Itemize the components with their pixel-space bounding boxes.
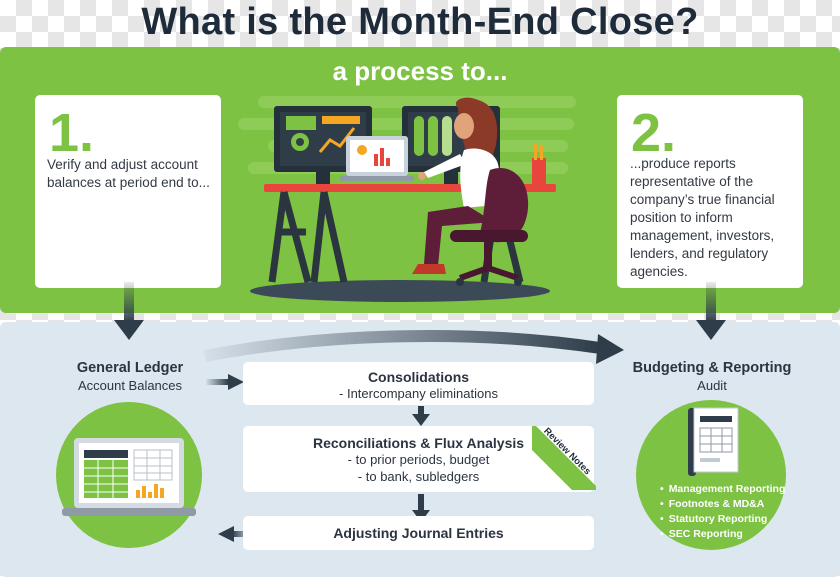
step-2-text: ...produce reports representative of the… (630, 156, 775, 279)
report-item: Management Reporting (660, 482, 790, 497)
flow-arrows (114, 282, 726, 542)
step-1-card: 1. Verify and adjust account balances at… (35, 95, 221, 288)
report-item: Footnotes & MD&A (660, 497, 790, 512)
budgeting-title: Budgeting & Reporting (632, 360, 792, 376)
reports-list: Management Reporting Footnotes & MD&A St… (660, 482, 790, 542)
reconciliations-title: Reconciliations & Flux Analysis (312, 435, 525, 451)
consolidations-box: Consolidations - Intercompany eliminatio… (243, 362, 594, 405)
general-ledger-subtitle: Account Balances (77, 378, 183, 393)
step-2-number: 2. (631, 103, 677, 163)
desk-workstation-illustration (238, 96, 576, 302)
review-notes-badge (532, 426, 596, 490)
adjusting-entries-box: Adjusting Journal Entries (243, 516, 594, 550)
laptop-spreadsheet-icon (62, 438, 196, 516)
step-1-number: 1. (49, 103, 95, 163)
general-ledger-title: General Ledger (76, 360, 184, 376)
report-item: SEC Reporting (660, 527, 790, 542)
adjusting-entries-title: Adjusting Journal Entries (333, 525, 504, 541)
budgeting-subtitle: Audit (697, 378, 727, 393)
reconciliations-line-1: - to prior periods, budget (347, 452, 490, 467)
reconciliations-line-2: - to bank, subledgers (357, 469, 480, 484)
page-title: What is the Month-End Close? (141, 1, 699, 43)
hero-subtitle: a process to... (332, 56, 508, 86)
consolidations-title: Consolidations (367, 369, 470, 385)
step-2-card: 2. ...produce reports representative of … (617, 95, 803, 288)
report-item: Statutory Reporting (660, 512, 790, 527)
consolidations-line-1: - Intercompany eliminations (339, 386, 498, 401)
report-binder-icon (688, 407, 739, 476)
step-1-text: Verify and adjust account balances at pe… (47, 157, 210, 190)
